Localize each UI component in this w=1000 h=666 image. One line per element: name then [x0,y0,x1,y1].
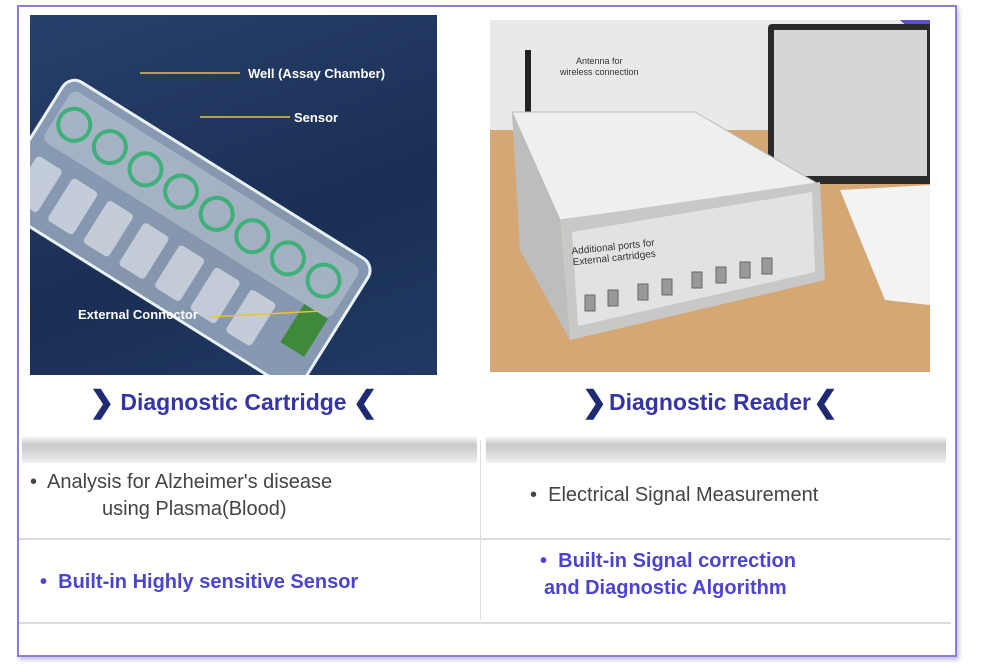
chevron-left-icon: ❮ [352,385,378,419]
feature-text: and Diagnostic Algorithm [544,577,787,599]
cartridge-photo: Well (Assay Chamber) Sensor External Con… [30,15,437,375]
reader-feature-1: • Electrical Signal Measurement [530,482,818,509]
feature-text: using Plasma(Blood) [102,498,287,520]
cartridge-illustration [30,72,372,375]
sensor-label: Sensor [294,110,339,125]
shelf-divider [486,437,946,463]
bullet-icon: • [540,550,548,572]
connector-label: External Connector [78,307,198,322]
bullet-icon: • [40,571,48,593]
row-divider [19,622,951,624]
chevron-left-icon: ❮ [812,385,839,419]
column-divider [480,440,481,620]
row-divider [19,538,951,540]
chevron-right-icon: ❯ [581,385,608,419]
well-label: Well (Assay Chamber) [248,66,386,81]
bullet-icon: • [530,484,538,506]
cartridge-title-text: Diagnostic Cartridge [120,388,347,415]
feature-text: Electrical Signal Measurement [548,484,819,506]
reader-illustration [490,20,930,372]
antenna-label-line1: Antenna for [576,56,623,66]
feature-text: Analysis for Alzheimer's disease [47,471,333,493]
reader-feature-2: • Built-in Signal correction and Diagnos… [540,548,796,602]
cartridge-feature-2: • Built-in Highly sensitive Sensor [40,569,358,596]
feature-text: Built-in Signal correction [558,550,796,572]
antenna-label: Antenna for wireless connection [560,56,639,78]
cartridge-title: ❯ Diagnostic Cartridge ❮ [30,382,437,422]
antenna-label-line2: wireless connection [560,67,639,77]
reader-title: ❯ Diagnostic Reader ❮ [490,382,930,422]
cartridge-feature-1: • Analysis for Alzheimer's disease using… [30,469,332,523]
feature-text: Built-in Highly sensitive Sensor [58,571,359,593]
chevron-right-icon: ❯ [89,385,115,419]
reader-photo: Antenna for wireless connection Addition… [490,20,930,372]
reader-title-text: Diagnostic Reader [609,388,811,415]
shelf-divider [22,437,477,463]
bullet-icon: • [30,471,38,493]
